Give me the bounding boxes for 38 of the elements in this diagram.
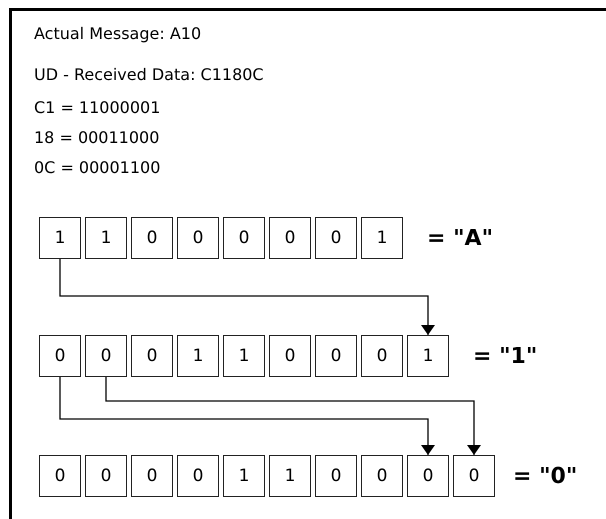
bit-box: 1 [177,335,219,377]
bit-box: 0 [39,455,81,497]
arrow [59,377,435,455]
bit-box: 0 [85,455,127,497]
bit-box: 0 [223,217,265,259]
bit-box: 1 [39,217,81,259]
bit-box: 0 [269,335,311,377]
bit-box: 0 [269,217,311,259]
info-text: 0C = 00001100 [34,158,160,177]
bit-box: 1 [223,335,265,377]
bit-box: 0 [131,455,173,497]
bit-box: 0 [407,455,449,497]
bit-box: 0 [361,335,403,377]
bit-box: 0 [315,335,357,377]
info-text: UD - Received Data: C1180C [34,65,264,84]
info-text: 18 = 00011000 [34,128,160,147]
bit-box: 0 [177,217,219,259]
bit-box: 0 [453,455,495,497]
arrow [105,377,481,455]
result-label: = "0" [513,464,578,489]
bit-box: 0 [315,455,357,497]
info-text: C1 = 11000001 [34,98,160,117]
bit-box: 1 [407,335,449,377]
bit-box: 0 [315,217,357,259]
bit-box: 0 [39,335,81,377]
bit-box: 1 [85,217,127,259]
bit-box: 1 [361,217,403,259]
arrow [59,259,435,335]
result-label: = "1" [473,344,538,369]
bit-box: 0 [131,335,173,377]
bit-box: 0 [131,217,173,259]
info-text: Actual Message: A10 [34,24,202,43]
bit-box: 1 [223,455,265,497]
bit-box: 1 [269,455,311,497]
result-label: = "A" [427,226,494,251]
bit-box: 0 [361,455,403,497]
bit-box: 0 [177,455,219,497]
bit-box: 0 [85,335,127,377]
